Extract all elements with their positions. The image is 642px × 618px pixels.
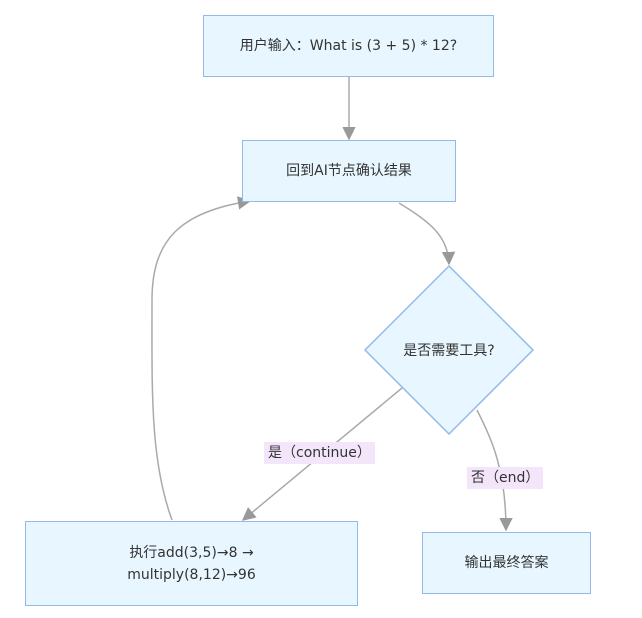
edge-execute-to-ai	[151, 196, 252, 521]
node-need-tool: 是否需要工具?	[365, 330, 533, 370]
edge-decision-to-output	[476, 409, 513, 532]
node-output: 输出最终答案	[422, 532, 591, 594]
node-execute: 执行add(3,5)→8 → multiply(8,12)→96	[25, 521, 358, 606]
edge-label-no: 否（end）	[467, 467, 544, 489]
node-back-to-ai: 回到AI节点确认结果	[242, 140, 456, 202]
node-back-to-ai-label: 回到AI节点确认结果	[286, 163, 412, 179]
edge-label-yes: 是（continue）	[264, 442, 375, 464]
node-user-input: 用户输入：What is (3 + 5) * 12?	[203, 15, 494, 77]
node-execute-line-1: 执行add(3,5)→8 →	[129, 544, 254, 561]
decision-diamond	[363, 264, 535, 436]
node-output-label: 输出最终答案	[464, 555, 549, 571]
edge-ai-to-decision	[398, 202, 456, 266]
node-execute-line-2: multiply(8,12)→96	[127, 566, 256, 583]
node-need-tool-label: 是否需要工具?	[403, 343, 495, 359]
node-user-input-label: 用户输入：What is (3 + 5) * 12?	[239, 38, 458, 54]
